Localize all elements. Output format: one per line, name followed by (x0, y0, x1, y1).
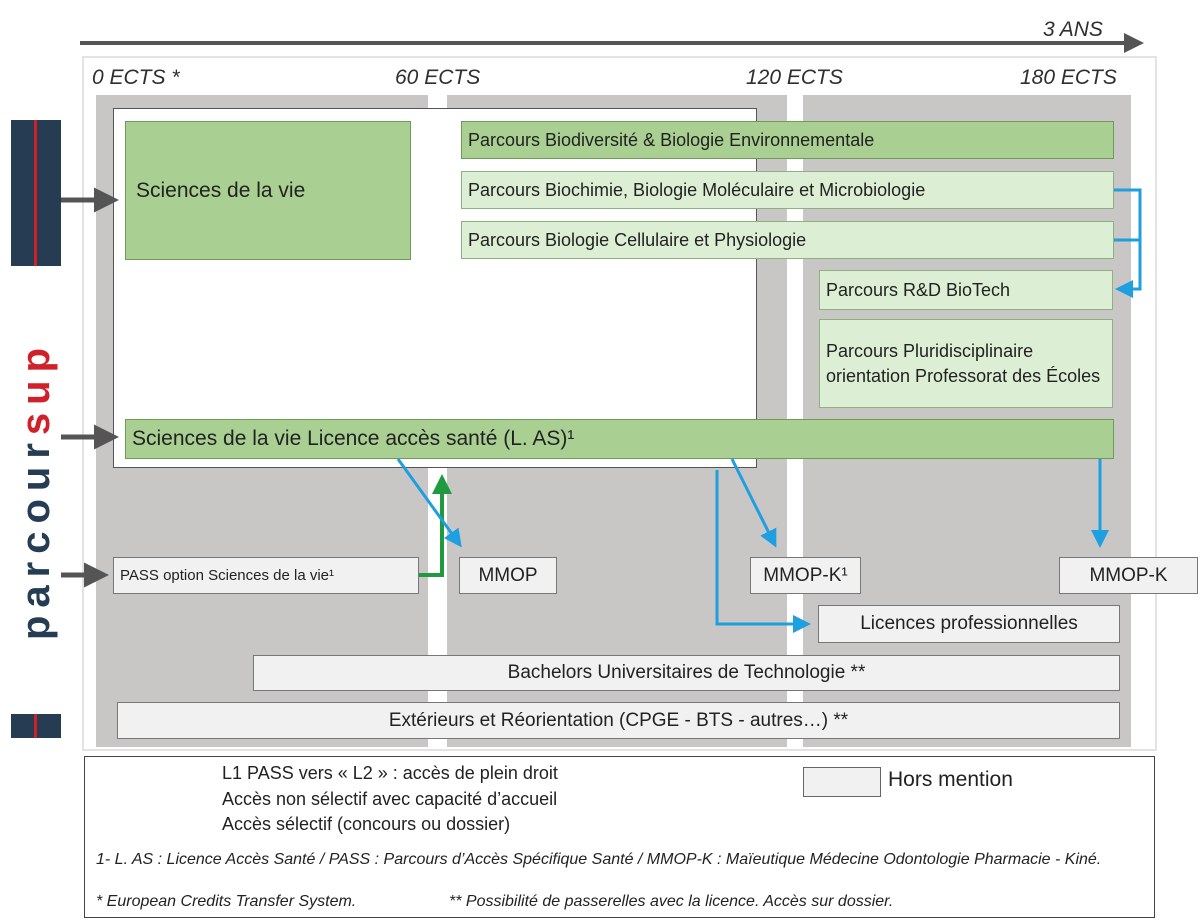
legend-frame (84, 756, 1155, 918)
box-but: Bachelors Universitaires de Technologie … (253, 655, 1120, 691)
legend-note-passerelles: ** Possibilité de passerelles avec la li… (449, 893, 894, 910)
box-parcours-biochimie: Parcours Biochimie, Biologie Moléculaire… (461, 171, 1114, 209)
box-licences-professionnelles: Licences professionnelles (818, 605, 1120, 643)
timeline-label: 3 ANS (1043, 18, 1103, 41)
ects-label-60: 60 ECTS (395, 66, 481, 89)
box-parcours-rd-biotech: Parcours R&D BioTech (819, 270, 1113, 310)
box-pass: PASS option Sciences de la vie¹ (113, 557, 419, 594)
box-mmop: MMOP (459, 557, 557, 594)
box-exterieurs-reorientation: Extérieurs et Réorientation (CPGE - BTS … (117, 702, 1120, 739)
box-mmop-k1: MMOP-K¹ (750, 557, 861, 594)
legend-note-1: 1- L. AS : Licence Accès Santé / PASS : … (96, 851, 1102, 868)
legend-hors-mention-swatch (803, 767, 881, 797)
box-sciences-de-la-vie: Sciences de la vie (125, 121, 411, 260)
box-parcours-biodiversite: Parcours Biodiversité & Biologie Environ… (461, 121, 1114, 159)
legend-grey-label: Accès non sélectif avec capacité d’accue… (222, 789, 558, 809)
arrow-las-to-mmop (396, 458, 462, 548)
legend-green-label: L1 PASS vers « L2 » : accès de plein dro… (222, 763, 558, 783)
box-licence-acces-sante: Sciences de la vie Licence accès santé (… (125, 419, 1114, 459)
arrow-las-to-mmopk1 (730, 458, 777, 548)
legend-hors-mention-label: Hors mention (888, 768, 1013, 791)
box-parcours-pluridisciplinaire: Parcours Pluridisciplinaire orientation … (819, 319, 1113, 408)
legend-blue-label: Accès sélectif (concours ou dossier) (222, 814, 511, 834)
ects-label-120: 120 ECTS (746, 66, 843, 89)
arrow-las-to-licpro (715, 470, 811, 633)
arrow-pass-to-l2 (419, 474, 452, 577)
legend-note-ects: * European Credits Transfer System. (96, 893, 357, 910)
box-parcours-biologie-cellulaire: Parcours Biologie Cellulaire et Physiolo… (461, 221, 1114, 259)
ects-label-180: 180 ECTS (1020, 66, 1117, 89)
ects-label-0: 0 ECTS * (92, 66, 180, 89)
box-mmop-k: MMOP-K (1059, 557, 1198, 594)
